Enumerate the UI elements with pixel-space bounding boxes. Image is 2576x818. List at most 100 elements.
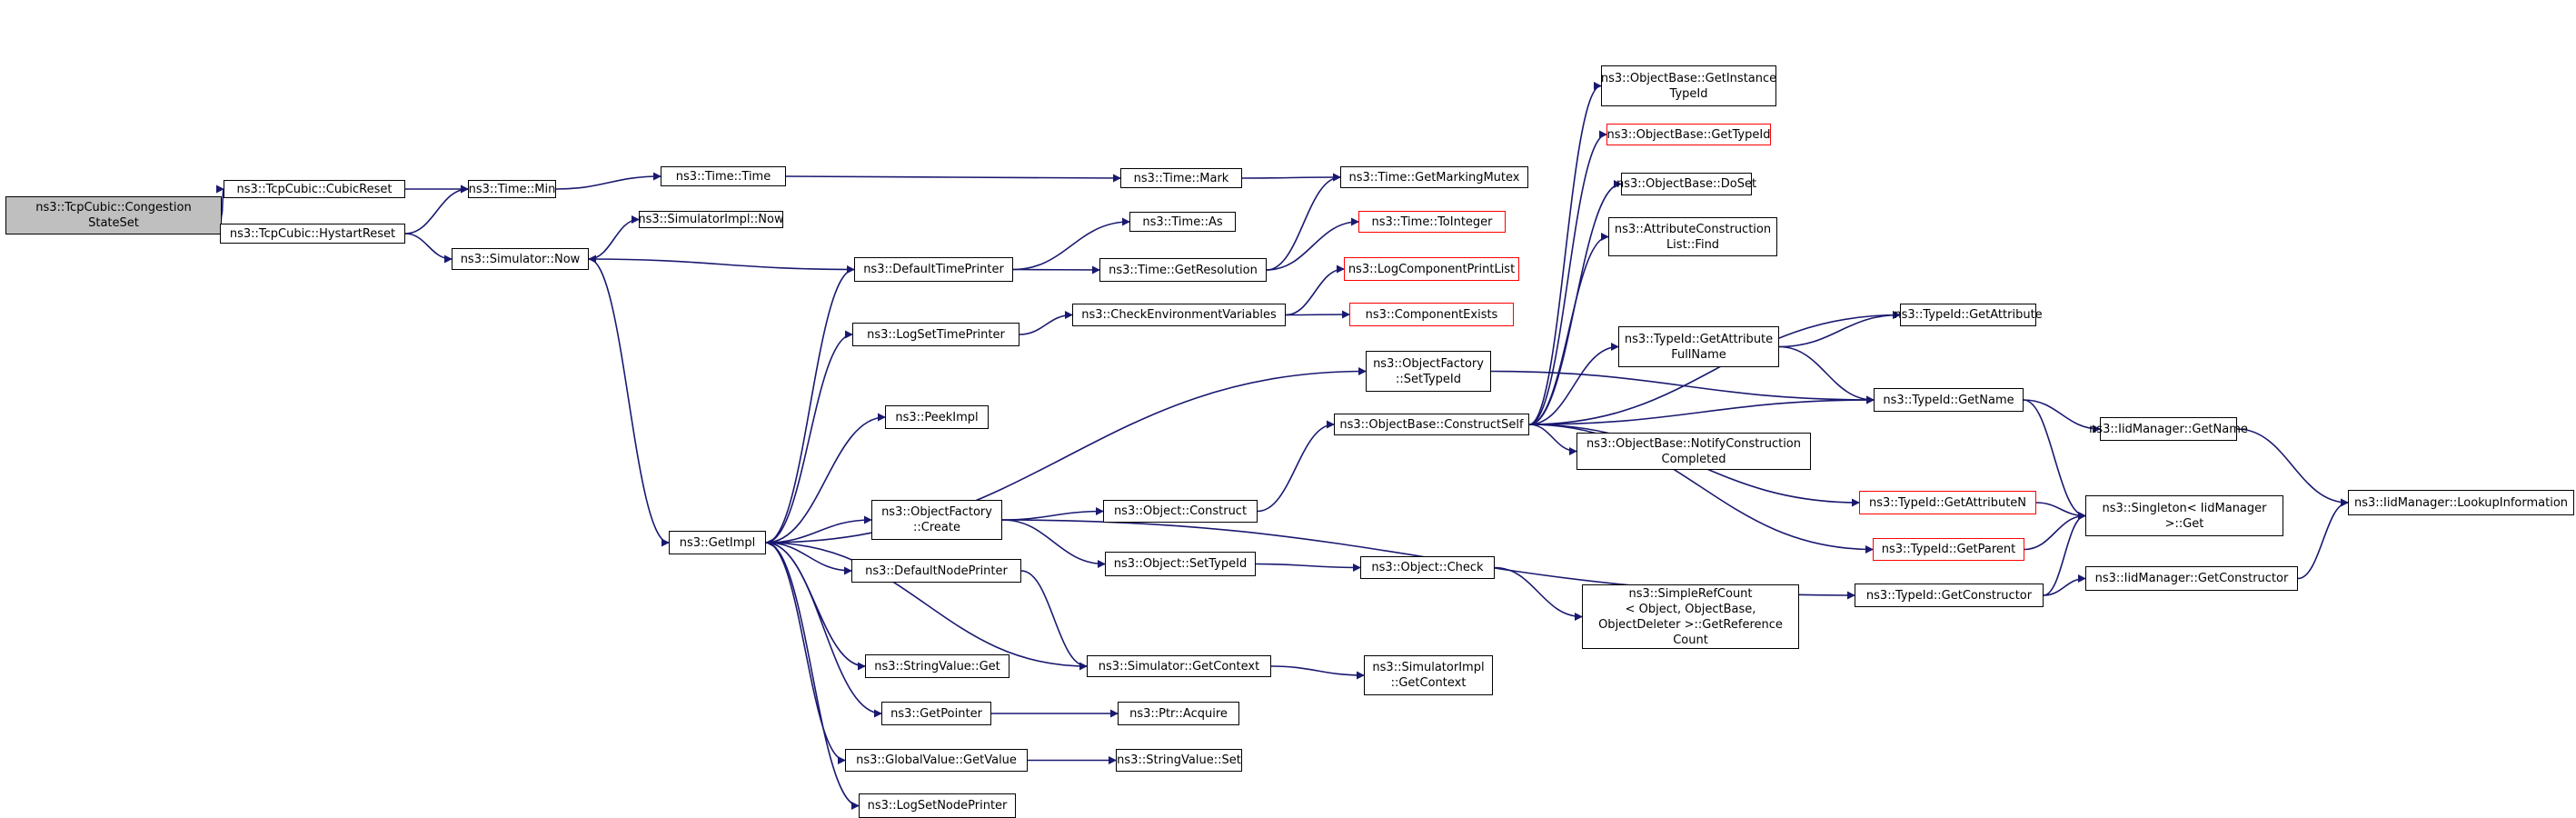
call-edge bbox=[1270, 665, 1365, 680]
graph-node[interactable]: ns3::TypeId::GetParent bbox=[1873, 538, 2024, 561]
graph-node[interactable]: ns3::ObjectFactory ::SetTypeId bbox=[1366, 351, 1491, 392]
graph-node[interactable]: ns3::Time::Time bbox=[661, 166, 786, 186]
graph-node[interactable]: ns3::PeekImpl bbox=[885, 405, 989, 429]
call-edge bbox=[2297, 498, 2349, 580]
call-edge bbox=[1528, 395, 1875, 425]
call-edge bbox=[765, 542, 860, 810]
graph-node[interactable]: ns3::StringValue::Get bbox=[865, 654, 1010, 678]
graph-node[interactable]: ns3::ObjectFactory ::Create bbox=[871, 500, 1002, 540]
call-edge bbox=[404, 233, 453, 264]
graph-node[interactable]: ns3::TypeId::GetAttributeN bbox=[1859, 491, 2036, 514]
graph-node[interactable]: ns3::TypeId::GetAttribute FullName bbox=[1618, 326, 1779, 367]
graph-node[interactable]: ns3::SimulatorImpl::Now bbox=[638, 211, 784, 228]
graph-node[interactable]: ns3::IidManager::GetName bbox=[2089, 417, 2248, 441]
graph-node[interactable]: ns3::LogSetTimePrinter bbox=[852, 323, 1019, 346]
call-edge bbox=[404, 185, 469, 234]
graph-node[interactable]: ns3::StringValue::Set bbox=[1116, 749, 1242, 772]
graph-node[interactable]: ns3::Object::Construct bbox=[1103, 500, 1258, 523]
call-edge bbox=[1019, 311, 1073, 335]
call-edge bbox=[1285, 310, 1350, 319]
call-edge bbox=[765, 367, 1367, 544]
graph-node[interactable]: ns3::SimpleRefCount < Object, ObjectBase… bbox=[1582, 584, 1799, 649]
call-edge bbox=[1266, 173, 1341, 271]
call-edge bbox=[588, 258, 670, 547]
call-edge bbox=[765, 538, 1088, 667]
graph-node[interactable]: ns3::GlobalValue::GetValue bbox=[845, 749, 1028, 772]
call-edge bbox=[2236, 428, 2349, 507]
call-edge bbox=[555, 172, 661, 190]
call-edge bbox=[2043, 512, 2086, 596]
graph-node[interactable]: ns3::Object::SetTypeId bbox=[1105, 552, 1256, 576]
graph-node[interactable]: ns3::ObjectBase::NotifyConstruction Comp… bbox=[1576, 433, 1811, 470]
call-edge bbox=[2024, 512, 2086, 551]
call-edge bbox=[765, 265, 855, 544]
graph-node[interactable]: ns3::Time::As bbox=[1129, 212, 1236, 232]
call-edge bbox=[765, 413, 886, 544]
call-edge bbox=[765, 330, 853, 544]
call-edge bbox=[1528, 233, 1609, 425]
call-edge bbox=[1494, 566, 1583, 621]
graph-node[interactable]: ns3::Time::ToInteger bbox=[1358, 211, 1506, 233]
call-edge bbox=[1778, 345, 1875, 404]
graph-node[interactable]: ns3::SimulatorImpl ::GetContext bbox=[1364, 655, 1493, 695]
graph-node[interactable]: ns3::LogComponentPrintList bbox=[1344, 257, 1519, 281]
graph-node[interactable]: ns3::TcpCubic::Congestion StateSet bbox=[5, 196, 222, 234]
call-edge bbox=[588, 254, 855, 271]
call-edge bbox=[2035, 502, 2086, 520]
call-edge bbox=[1012, 265, 1100, 274]
graph-node[interactable]: ns3::TcpCubic::CubicReset bbox=[224, 180, 405, 198]
call-edge bbox=[765, 515, 872, 544]
graph-node[interactable]: ns3::DefaultTimePrinter bbox=[854, 257, 1013, 282]
call-edge bbox=[1528, 343, 1619, 425]
call-edge bbox=[1528, 424, 1874, 554]
call-edge bbox=[1020, 570, 1088, 671]
graph-node[interactable]: ns3::Simulator::Now bbox=[452, 248, 589, 270]
graph-node[interactable]: ns3::TypeId::GetAttribute bbox=[1894, 304, 2043, 326]
graph-node[interactable]: ns3::CheckEnvironmentVariables bbox=[1072, 304, 1286, 326]
graph-node[interactable]: ns3::Time::Min bbox=[468, 180, 556, 198]
call-edge bbox=[2043, 574, 2086, 596]
graph-node[interactable]: ns3::GetImpl bbox=[669, 531, 766, 554]
call-edge bbox=[1001, 507, 1104, 521]
graph-node[interactable]: ns3::AttributeConstruction List::Find bbox=[1608, 217, 1777, 256]
graph-node[interactable]: ns3::IidManager::LookupInformation bbox=[2348, 490, 2574, 515]
graph-node[interactable]: ns3::Singleton< IidManager >::Get bbox=[2085, 495, 2283, 536]
graph-node[interactable]: ns3::ObjectBase::GetTypeId bbox=[1606, 124, 1771, 145]
graph-node[interactable]: ns3::TypeId::GetConstructor bbox=[1855, 584, 2044, 607]
graph-node[interactable]: ns3::IidManager::GetConstructor bbox=[2085, 566, 2298, 591]
call-edge bbox=[1257, 420, 1335, 513]
call-edge bbox=[1285, 264, 1345, 316]
call-edge bbox=[765, 542, 846, 764]
graph-node[interactable]: ns3::ObjectBase::GetInstance TypeId bbox=[1601, 65, 1776, 106]
graph-node[interactable]: ns3::Simulator::GetContext bbox=[1087, 655, 1271, 677]
graph-node[interactable]: ns3::ObjectBase::DoSet bbox=[1616, 173, 1756, 195]
call-edge bbox=[1490, 370, 1875, 404]
call-edge bbox=[1241, 173, 1341, 182]
call-edge bbox=[1528, 424, 1577, 455]
call-edge bbox=[785, 174, 1121, 183]
call-edge bbox=[1528, 130, 1607, 425]
graph-node[interactable]: ns3::Ptr::Acquire bbox=[1118, 702, 1239, 725]
graph-node[interactable]: ns3::DefaultNodePrinter bbox=[851, 559, 1021, 583]
graph-node[interactable]: ns3::Time::Mark bbox=[1120, 168, 1242, 188]
call-edge bbox=[215, 185, 224, 216]
graph-node[interactable]: ns3::Time::GetResolution bbox=[1099, 258, 1267, 282]
call-edge bbox=[765, 542, 882, 718]
graph-node[interactable]: ns3::Time::GetMarkingMutex bbox=[1340, 166, 1528, 188]
call-edge bbox=[1778, 311, 1901, 348]
call-edge bbox=[588, 215, 640, 260]
call-edge bbox=[1528, 311, 1901, 425]
graph-node[interactable]: ns3::TcpCubic::HystartReset bbox=[220, 224, 405, 244]
graph-node[interactable]: ns3::TypeId::GetName bbox=[1874, 388, 2024, 412]
call-edge bbox=[1001, 519, 1106, 568]
graph-node[interactable]: ns3::Object::Check bbox=[1360, 556, 1495, 579]
call-edge bbox=[2023, 399, 2101, 434]
graph-node[interactable]: ns3::ComponentExists bbox=[1349, 303, 1514, 326]
graph-node[interactable]: ns3::GetPointer bbox=[881, 702, 991, 725]
call-edge bbox=[1266, 217, 1359, 271]
call-edge bbox=[1528, 82, 1602, 425]
graph-node[interactable]: ns3::ObjectBase::ConstructSelf bbox=[1334, 414, 1529, 435]
graph-node[interactable]: ns3::LogSetNodePrinter bbox=[859, 793, 1016, 818]
call-edge bbox=[1012, 217, 1130, 271]
